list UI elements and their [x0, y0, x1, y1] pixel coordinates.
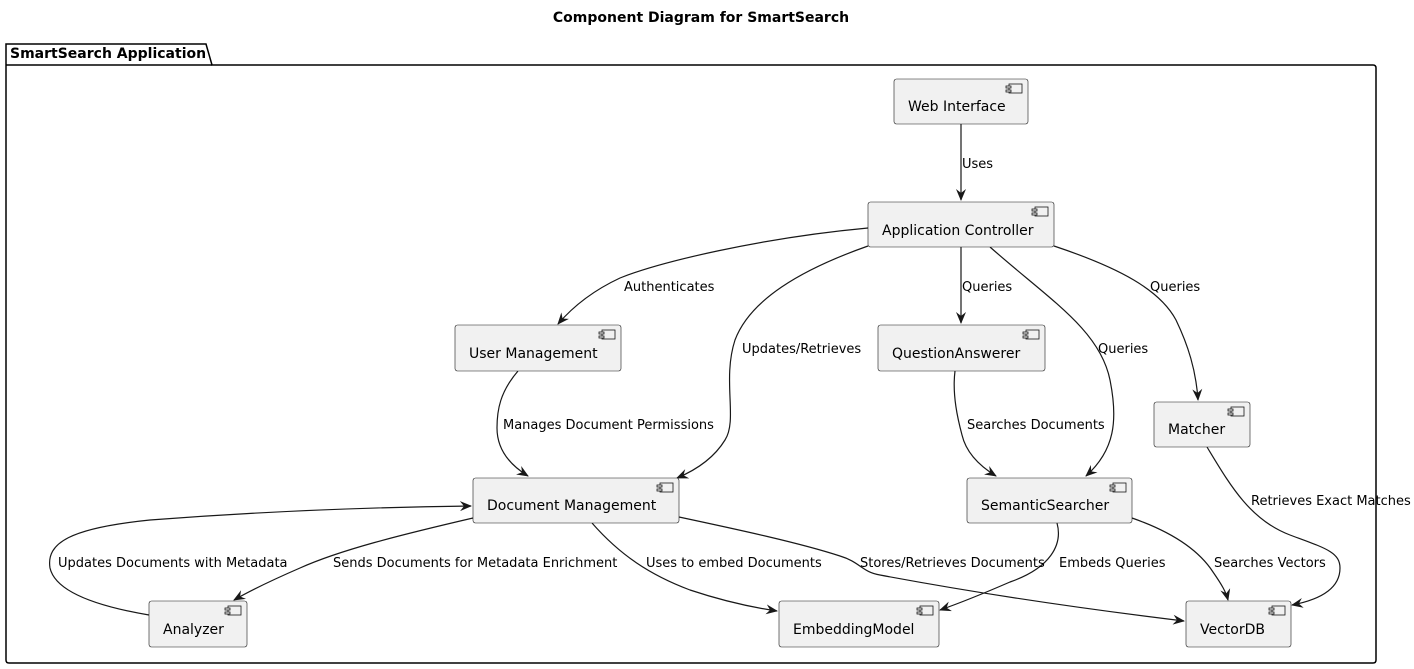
label-authenticates: Authenticates — [624, 280, 715, 295]
edge-retrieves-exact — [1206, 446, 1341, 608]
label-searches-vectors: Searches Vectors — [1214, 556, 1326, 571]
component-icon — [1227, 406, 1245, 417]
component-question-answerer[interactable]: QuestionAnswerer — [877, 324, 1046, 372]
package-frame — [5, 43, 1377, 664]
component-vectordb[interactable]: VectorDB — [1185, 600, 1292, 648]
label-stores-retrieves: Stores/Retrieves Documents — [860, 556, 1045, 571]
label-updates-retrieves: Updates/Retrieves — [742, 342, 861, 357]
label-embeds-queries: Embeds Queries — [1059, 556, 1166, 571]
component-icon — [224, 605, 242, 616]
edge-searches-vectors — [1131, 517, 1231, 601]
label-searches-documents: Searches Documents — [967, 418, 1105, 433]
edge-manages-permissions — [496, 370, 529, 477]
component-label: User Management — [469, 346, 598, 362]
edge-queries-semantic — [989, 246, 1115, 477]
edge-queries-matcher — [1053, 245, 1203, 401]
component-document-management[interactable]: Document Management — [472, 477, 680, 524]
edge-authenticates — [557, 227, 869, 325]
component-label: Application Controller — [882, 223, 1034, 239]
component-label: Document Management — [487, 498, 657, 514]
component-icon — [1268, 605, 1286, 616]
component-label: EmbeddingModel — [793, 622, 914, 638]
relation-labels: Uses Authenticates Updates/Retrieves Que… — [58, 157, 1411, 571]
edge-searches-documents — [953, 370, 997, 477]
label-manages-permissions: Manages Document Permissions — [503, 418, 714, 433]
label-retrieves-exact: Retrieves Exact Matches — [1251, 494, 1411, 509]
component-user-management[interactable]: User Management — [454, 324, 622, 372]
label-queries-qa: Queries — [962, 280, 1012, 295]
label-uses: Uses — [962, 157, 993, 172]
component-label: VectorDB — [1200, 622, 1265, 638]
component-label: Analyzer — [163, 622, 224, 638]
edge-embed-documents — [591, 522, 778, 615]
label-embed-documents: Uses to embed Documents — [646, 556, 822, 571]
component-matcher[interactable]: Matcher — [1153, 401, 1251, 448]
component-semantic-searcher[interactable]: SemanticSearcher — [966, 477, 1133, 524]
component-icon — [1109, 482, 1127, 493]
component-label: Web Interface — [908, 99, 1006, 115]
component-application-controller[interactable]: Application Controller — [867, 201, 1055, 248]
component-label: QuestionAnswerer — [892, 346, 1020, 362]
component-label: SemanticSearcher — [981, 498, 1109, 514]
component-icon — [598, 329, 616, 340]
label-updates-metadata: Updates Documents with Metadata — [58, 556, 288, 571]
component-icon — [1005, 83, 1023, 94]
edge-sends-enrichment — [233, 517, 474, 601]
component-web-interface[interactable]: Web Interface — [893, 78, 1029, 125]
label-sends-enrichment: Sends Documents for Metadata Enrichment — [333, 556, 617, 571]
component-embedding-model[interactable]: EmbeddingModel — [778, 600, 940, 648]
package-label: SmartSearch Application — [10, 46, 206, 62]
component-analyzer[interactable]: Analyzer — [148, 600, 248, 648]
label-queries-matcher: Queries — [1150, 280, 1200, 295]
component-icon — [656, 482, 674, 493]
edge-updates-retrieves — [676, 245, 869, 479]
edge-updates-metadata — [49, 501, 472, 616]
edge-embeds-queries — [939, 522, 1059, 612]
relations — [49, 124, 1341, 625]
component-icon — [1022, 329, 1040, 340]
component-icon — [1031, 206, 1049, 217]
diagram-title: Component Diagram for SmartSearch — [553, 10, 849, 26]
component-icon — [916, 605, 934, 616]
component-label: Matcher — [1168, 422, 1225, 438]
label-queries-semantic: Queries — [1098, 342, 1148, 357]
edge-stores-retrieves — [678, 516, 1185, 625]
